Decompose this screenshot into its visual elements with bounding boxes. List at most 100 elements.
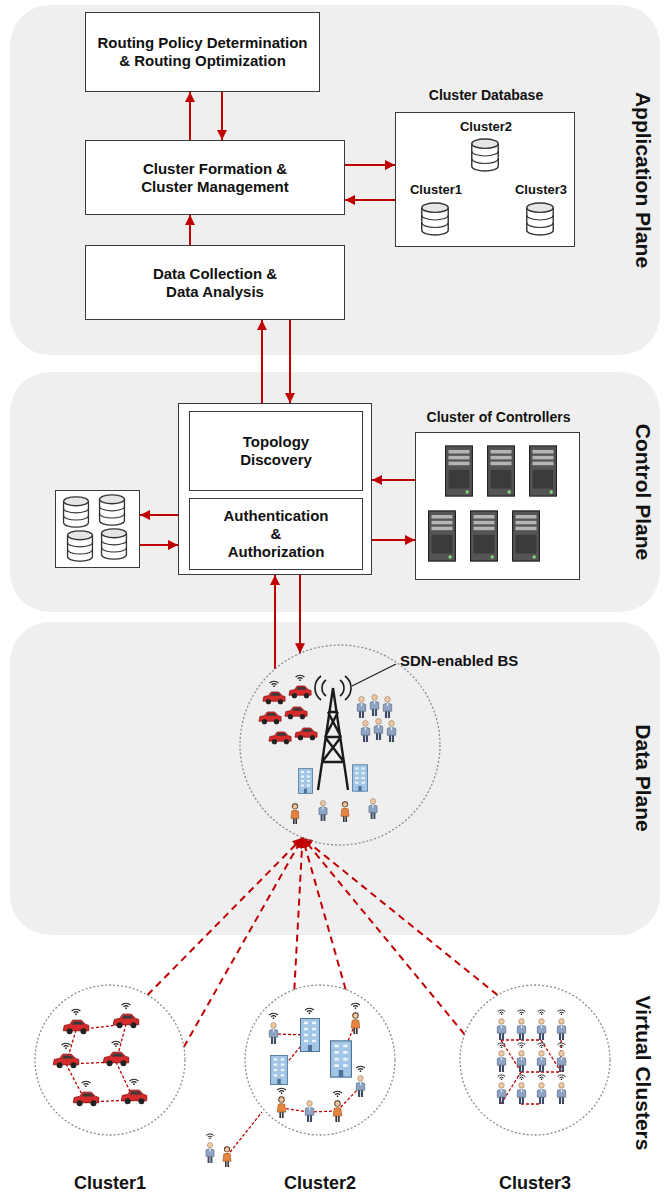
cluster-circle: Cluster2	[245, 985, 395, 1200]
wifi-icon	[538, 1075, 546, 1080]
server-icon	[429, 511, 456, 561]
database-stack-box	[55, 490, 140, 568]
database-label: Cluster1	[401, 182, 471, 198]
server-icon	[513, 511, 540, 561]
circle-outline	[225, 640, 545, 855]
wifi-icon	[122, 1003, 131, 1009]
wifi-icon	[130, 1079, 139, 1085]
cluster-link	[501, 1040, 561, 1104]
flow-arrow	[189, 215, 191, 245]
box-background	[55, 490, 140, 568]
person-icon	[557, 1019, 565, 1040]
building-icon	[301, 1019, 320, 1052]
person-icon	[291, 803, 299, 824]
wifi-icon	[558, 1043, 566, 1048]
building-icon	[271, 1055, 288, 1084]
plane-background	[10, 372, 660, 612]
person-icon	[319, 801, 327, 821]
wifi-icon	[82, 1081, 91, 1087]
wifi-icon	[333, 1091, 342, 1097]
person-icon	[517, 1019, 525, 1040]
wifi-icon	[498, 1010, 506, 1015]
database-box: Cluster DatabaseCluster2Cluster1Cluster3	[395, 112, 575, 247]
wifi-icon	[296, 675, 305, 681]
box-heading: Cluster of Controllers	[406, 409, 591, 426]
person-icon	[305, 1101, 313, 1122]
plane-label: Application Plane	[630, 30, 656, 330]
cluster-link	[227, 1024, 360, 1156]
tower-structure	[318, 688, 348, 790]
plane-label: Control Plane	[630, 342, 656, 642]
box-background	[178, 403, 372, 575]
server-icon	[471, 511, 498, 561]
circle-border	[240, 645, 440, 845]
virtual-clusters-region: Virtual Clusters Cluster1 Cluster2Cluster3	[10, 945, 660, 1200]
car-icon	[113, 1014, 139, 1028]
person-icon	[341, 801, 349, 822]
flow-arrow	[372, 479, 415, 481]
wifi-icon	[356, 1066, 365, 1072]
cluster-label: Cluster3	[460, 1173, 610, 1195]
car-icon	[285, 707, 307, 719]
server-icon	[446, 446, 473, 496]
base-station-circle: SDN-enabled BS	[225, 640, 545, 855]
wifi-icon	[498, 1075, 506, 1080]
person-icon	[537, 1051, 545, 1072]
wifi-icon	[538, 1010, 546, 1015]
plane-label: Virtual Clusters	[630, 953, 656, 1193]
box-label: Routing Policy Determination & Routing O…	[97, 34, 309, 70]
car-icon	[103, 1052, 129, 1066]
server-icon	[530, 446, 557, 496]
box-label: Cluster Formation & Cluster Management	[138, 160, 293, 196]
database-icon	[472, 139, 498, 171]
person-icon	[357, 697, 365, 718]
wireless-link	[303, 838, 465, 1035]
database-icon	[64, 497, 89, 527]
wifi-icon	[558, 1075, 566, 1080]
database-icon	[100, 495, 125, 525]
box-background	[189, 498, 363, 570]
box-label: Authentication & Authorization	[222, 507, 330, 561]
circle-outline	[245, 985, 395, 1200]
wifi-icon	[518, 1075, 526, 1080]
person-icon	[517, 1051, 525, 1072]
car-icon	[73, 1092, 99, 1106]
tower-signal	[315, 676, 351, 700]
flow-arrow	[189, 92, 191, 140]
person-icon	[557, 1083, 565, 1104]
car-icon	[263, 692, 285, 704]
database-item: Cluster1	[401, 182, 471, 242]
flow-arrow	[372, 539, 415, 541]
wifi-icon	[518, 1043, 526, 1048]
box-heading: Cluster Database	[396, 87, 576, 104]
wifi-icon	[305, 1008, 314, 1014]
wifi-icon	[558, 1010, 566, 1015]
person-icon	[223, 1146, 231, 1167]
wireless-link	[303, 838, 498, 995]
person-icon	[497, 1083, 505, 1104]
flow-arrow	[140, 514, 178, 516]
flow-arrow	[289, 320, 291, 403]
cluster-circle: Cluster1	[35, 985, 185, 1200]
flow-arrow	[274, 575, 276, 669]
box-background	[189, 411, 363, 491]
process-box: Authentication & Authorization	[189, 498, 363, 570]
person-icon	[383, 697, 391, 718]
flow-arrow	[345, 164, 395, 166]
database-item: Cluster2	[451, 119, 521, 175]
person-icon	[333, 1100, 341, 1122]
person-icon	[374, 719, 382, 740]
controller-cluster-box: Cluster of Controllers	[415, 432, 580, 580]
plane-band: Data PlaneSDN-enabled BS	[10, 622, 660, 935]
circle-border	[35, 985, 185, 1135]
person-icon	[277, 1096, 285, 1118]
box-background	[395, 112, 575, 247]
person-icon	[537, 1019, 545, 1040]
box-label: Data Collection & Data Analysis	[148, 265, 283, 301]
person-icon	[269, 1023, 277, 1044]
leader-line	[352, 664, 396, 686]
car-icon	[295, 728, 317, 740]
wifi-icon	[277, 1088, 286, 1094]
